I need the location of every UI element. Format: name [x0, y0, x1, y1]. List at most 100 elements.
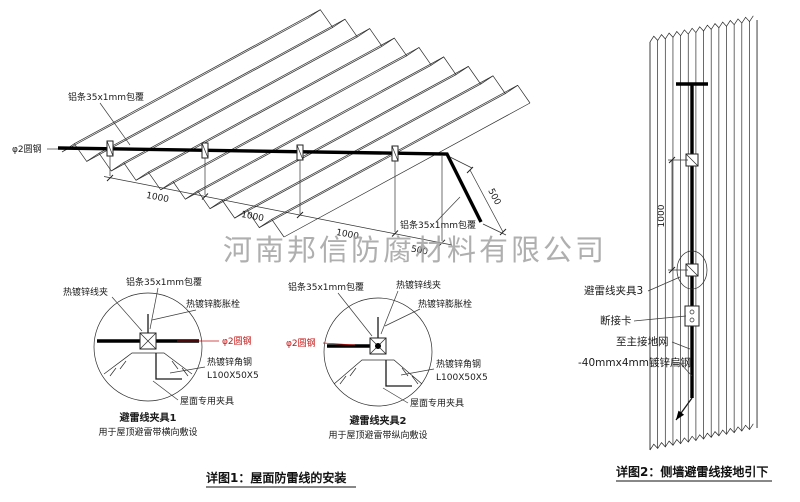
- figure1-caption: 详图1：屋面防雷线的安装: [206, 470, 346, 485]
- dim-tick: [668, 156, 676, 164]
- leader-line: [149, 287, 159, 330]
- hatch: [109, 367, 117, 377]
- label-flat-steel: -40mmx4mm镀锌扁钢: [578, 356, 691, 369]
- leader-line: [400, 368, 435, 376]
- clamp-hatch: [106, 140, 114, 157]
- leader-line: [679, 362, 693, 377]
- roof-dimension-chain: 1000 1000 1000 500: [103, 156, 453, 258]
- hatch: [411, 375, 419, 385]
- dim-1000: 1000: [145, 191, 170, 205]
- wire-clamp: [201, 142, 209, 159]
- figure2-caption: 详图2：侧墙避雷线接地引下: [616, 464, 768, 479]
- dim-500: 500: [410, 244, 429, 257]
- label-rod-red: φ2圆钢: [222, 335, 252, 347]
- clamp-hatch: [685, 263, 699, 277]
- hatch: [171, 360, 179, 370]
- lightning-wire-line: [57, 146, 483, 223]
- label-roof-clamp: 屋面专用夹具: [410, 397, 464, 409]
- dim-tick: [106, 174, 114, 182]
- roof-rib-line: [98, 18, 346, 154]
- leader-line: [647, 276, 681, 292]
- wire-cross-section: [375, 343, 381, 349]
- leader-line: [169, 366, 206, 374]
- dim-tick: [201, 193, 209, 200]
- disconnect-card-symbol: [684, 305, 700, 327]
- detail-bubble: [93, 292, 203, 402]
- label-aluminum-strip-top: 铝条35x1mm包覆: [68, 91, 144, 103]
- dim-tick: [668, 266, 676, 274]
- label-strip: 铝条35x1mm包覆: [288, 281, 364, 293]
- label-anchor-bolt: 热镀锌膨胀栓: [418, 298, 472, 310]
- dim-tick: [391, 230, 399, 237]
- detail2-title: 避雷线夹具2: [349, 414, 407, 427]
- leader-line: [382, 387, 409, 404]
- clamp-hatch: [685, 153, 699, 167]
- roof-far-edge: [307, 9, 531, 104]
- leader-line: [633, 315, 687, 322]
- label-angle-steel: 热镀锌角钢: [207, 356, 252, 368]
- label-rod-red: φ2圆钢: [286, 337, 316, 349]
- label-clip: 热镀锌线夹: [63, 286, 108, 298]
- clamp-hatch: [201, 142, 209, 159]
- dim-tick: [438, 239, 446, 247]
- detail1-title: 避雷线夹具1: [119, 411, 177, 424]
- dim-tick: [466, 166, 474, 174]
- leader-line: [152, 380, 179, 401]
- wall-top-edge: [649, 15, 754, 43]
- captions: 详图1：屋面防雷线的安装 详图2：侧墙避雷线接地引下: [206, 464, 772, 488]
- label-to-ground: 至主接地网: [616, 335, 669, 348]
- detail-circle-2: 铝条35x1mm包覆 热镀锌线夹 热镀锌膨胀栓 φ2圆钢 热镀锌角钢 L100X…: [286, 279, 488, 441]
- detail1-subtitle: 用于屋顶避雷带横向敷设: [98, 426, 197, 438]
- leader-line: [99, 102, 131, 146]
- label-angle-steel: 热镀锌角钢: [436, 358, 481, 370]
- roof-panel-drawing: [61, 9, 531, 238]
- angle-steel-section: [385, 360, 412, 387]
- angle-steel-section: [155, 353, 182, 380]
- leader-line: [435, 196, 461, 223]
- dim-tick: [296, 211, 304, 219]
- label-roof-clamp: 屋面专用夹具: [180, 395, 234, 407]
- detail-bubble: [323, 297, 433, 407]
- bolt-hole: [689, 317, 695, 323]
- dimension-line: [469, 169, 504, 233]
- roof-rib-line: [74, 9, 321, 145]
- roof-rib-line: [185, 64, 432, 200]
- roof-rib-line: [283, 102, 531, 238]
- dim-tick: [499, 228, 507, 236]
- leader-line: [337, 292, 373, 337]
- label-angle-size: L100X50X5: [207, 371, 259, 381]
- hatch: [181, 367, 189, 377]
- wall-bottom-edge: [649, 423, 754, 451]
- clamp-hatch: [296, 144, 304, 161]
- label-round-steel-left: φ2圆钢: [12, 143, 42, 155]
- dim-1000: 1000: [240, 210, 265, 224]
- wire-clamp: [391, 145, 399, 162]
- detail2-subtitle: 用于屋顶避雷带纵向敷设: [328, 429, 427, 441]
- label-strip: 铝条35x1mm包覆: [126, 276, 202, 288]
- extension-line: [449, 156, 473, 169]
- label-angle-size: L100X50X5: [436, 373, 488, 383]
- clamp-hatch: [139, 332, 157, 350]
- roof-labels: 铝条35x1mm包覆 φ2圆钢 铝条35x1mm包覆: [12, 91, 476, 231]
- dim-1000: 1000: [335, 228, 360, 242]
- label-disconnect-card: 断接卡: [600, 314, 632, 327]
- hatch: [119, 360, 127, 370]
- wire-clamp: [296, 144, 304, 161]
- bolt-hole: [689, 309, 695, 315]
- roof-rib-line: [135, 46, 383, 181]
- roof-rib-line: [197, 56, 444, 192]
- wire-clamp: [106, 140, 114, 157]
- clamp-hatch: [391, 145, 399, 162]
- label-anchor-bolt: 热镀锌膨胀栓: [186, 298, 240, 310]
- label-clamp3: 避雷线夹具3: [584, 284, 643, 297]
- leader-line: [380, 290, 399, 335]
- roof-rib-line: [86, 27, 333, 162]
- company-watermark: 河南邦信防腐材料有限公司: [223, 233, 607, 267]
- roof-rib-section: [103, 352, 193, 375]
- wall-panel-drawing: [649, 15, 758, 451]
- detail-circle-1: 热镀锌线夹 铝条35x1mm包覆 热镀锌膨胀栓 φ2圆钢 热镀锌角钢 L100X…: [63, 276, 259, 438]
- wall-dimension: 1000: [657, 156, 688, 274]
- roof-rib-line: [259, 93, 506, 228]
- roof-rib-line: [209, 74, 457, 209]
